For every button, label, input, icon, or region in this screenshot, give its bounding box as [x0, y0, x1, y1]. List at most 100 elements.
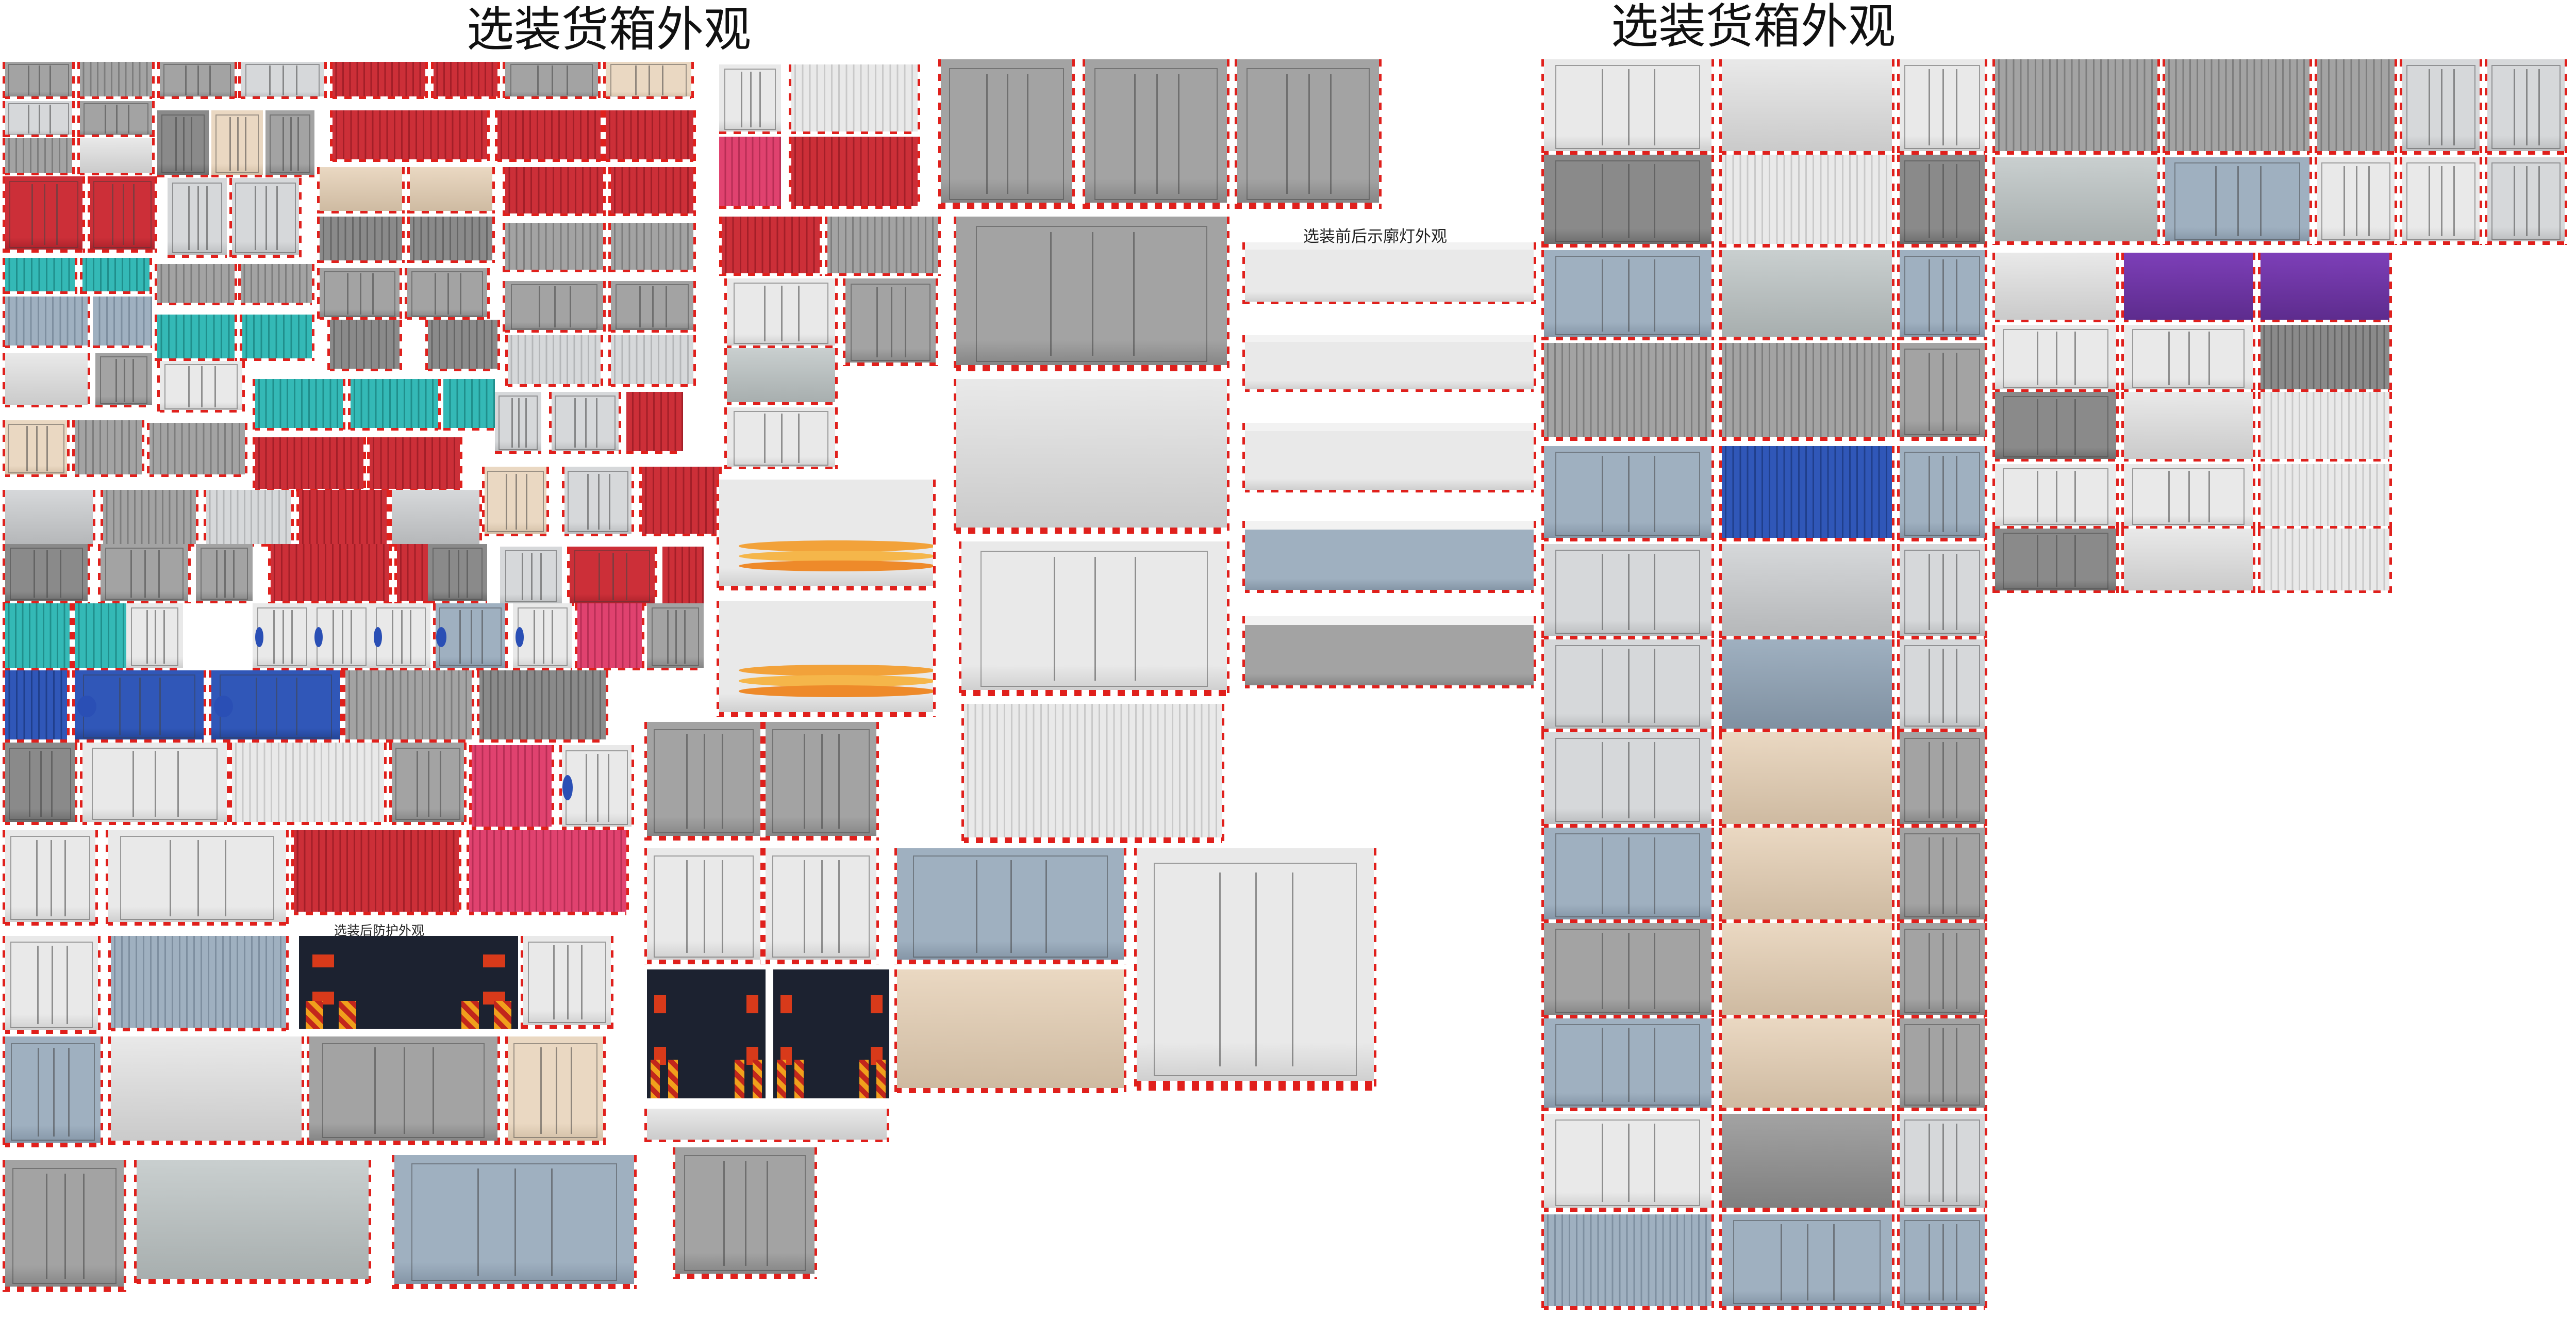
door-lock-bar	[2036, 470, 2038, 522]
reflective-tape	[1892, 923, 1894, 1018]
cargo-door	[610, 64, 687, 97]
reflective-tape	[1541, 155, 1544, 248]
door-lock-bar	[1942, 455, 1944, 532]
cargo-door	[9, 180, 79, 249]
cargo-box-thumbnail	[1719, 1114, 1894, 1212]
reflective-tape	[1719, 1018, 1722, 1111]
door-lock-bar	[609, 473, 610, 530]
reflective-tape	[400, 268, 402, 320]
reflective-tape	[3, 258, 5, 294]
door-lock-bar	[1955, 164, 1957, 238]
reflective-tape	[1892, 732, 1894, 828]
decorative-swoosh	[738, 540, 936, 552]
door-lock-bar	[2055, 535, 2057, 587]
cargo-box-thumbnail	[2121, 464, 2255, 529]
cargo-door	[8, 747, 72, 820]
cargo-door	[235, 183, 296, 253]
cargo-box-thumbnail	[330, 62, 428, 99]
reflective-tape	[876, 848, 879, 964]
reflective-tape	[1985, 59, 1987, 155]
cargo-box-thumbnail	[1541, 1114, 1714, 1212]
reflective-tape	[317, 268, 320, 320]
reflective-tape	[724, 467, 838, 469]
reflective-tape	[1897, 343, 1900, 441]
reflective-tape	[1985, 446, 1987, 541]
reflective-tape	[626, 451, 683, 454]
cargo-door	[1555, 452, 1701, 536]
reflective-tape	[75, 743, 77, 825]
reflective-tape	[460, 437, 462, 491]
reflective-tape	[389, 743, 392, 825]
door-lock-bar	[175, 117, 177, 171]
reflective-tape	[575, 667, 644, 670]
door-lock-bar	[1627, 553, 1630, 630]
door-lock-bar	[1602, 69, 1604, 145]
door-lock-bar	[155, 610, 156, 664]
door-lock-bar	[649, 65, 650, 95]
cargo-door	[1555, 929, 1701, 1013]
reflective-tape	[126, 667, 183, 670]
door-lock-bar	[49, 65, 51, 95]
door-lock-bar	[256, 678, 257, 735]
door-lock-bar	[457, 550, 459, 598]
cargo-box-thumbnail	[2315, 59, 2397, 155]
cargo-door	[92, 747, 218, 820]
reflective-tape	[1992, 157, 1995, 245]
door-lock-bar	[1929, 455, 1931, 532]
reflective-tape	[1541, 243, 1714, 248]
reflective-tape	[1541, 1018, 1544, 1111]
reflective-tape	[1124, 848, 1126, 964]
reflective-tape	[693, 167, 696, 216]
cargo-box-thumbnail	[1719, 828, 1894, 923]
cargo-box-thumbnail	[155, 264, 237, 305]
reflective-tape	[253, 667, 312, 670]
cargo-door	[215, 114, 259, 174]
reflective-tape	[1992, 241, 2160, 245]
cargo-box-thumbnail	[3, 603, 72, 670]
reflective-tape	[67, 420, 70, 477]
reflective-tape	[626, 830, 629, 915]
reflective-tape	[954, 379, 956, 534]
reflective-tape	[763, 722, 766, 841]
door-lock-bar	[1053, 557, 1055, 681]
cargo-door	[975, 226, 1208, 362]
reflective-tape	[549, 451, 621, 454]
door-lock-bar	[554, 286, 556, 327]
reflective-tape	[204, 490, 206, 547]
door-lock-bar	[1653, 1028, 1655, 1102]
cargo-door	[487, 471, 544, 532]
decorative-swoosh	[738, 685, 936, 697]
reflective-tape	[601, 110, 603, 162]
door-lock-bar	[625, 552, 627, 600]
cargo-box-thumbnail	[211, 110, 263, 177]
reflective-tape	[644, 960, 763, 964]
cargo-box-thumbnail	[3, 176, 85, 253]
reflective-tape	[843, 278, 845, 366]
reflective-tape	[209, 739, 343, 743]
door-lock-bar	[516, 473, 517, 530]
reflective-tape	[673, 1147, 675, 1279]
reflective-tape	[760, 848, 763, 964]
door-lock-bar	[745, 1160, 746, 1266]
reflective-tape	[240, 315, 242, 361]
door-lock-bar	[1955, 259, 1957, 332]
reflective-tape	[3, 138, 5, 175]
reflective-tape	[559, 745, 562, 830]
reflective-tape	[3, 135, 75, 137]
door-lock-bar	[295, 65, 297, 95]
cargo-door	[130, 607, 179, 667]
cargo-box-thumbnail	[3, 743, 77, 825]
reflective-tape	[312, 315, 314, 361]
door-lock-bar	[838, 860, 840, 953]
reflective-tape	[2389, 325, 2392, 392]
door-lock-bar	[1942, 1224, 1944, 1300]
reflective-tape	[644, 722, 647, 841]
door-lock-bar	[635, 65, 637, 95]
reflective-tape	[719, 131, 781, 134]
cargo-door	[1904, 65, 1980, 149]
cargo-box-thumbnail	[3, 544, 90, 603]
reflective-tape	[918, 137, 920, 209]
cargo-box-thumbnail	[1541, 1214, 1714, 1310]
door-lock-bar	[237, 117, 239, 171]
cargo-box-thumbnail	[3, 420, 70, 477]
